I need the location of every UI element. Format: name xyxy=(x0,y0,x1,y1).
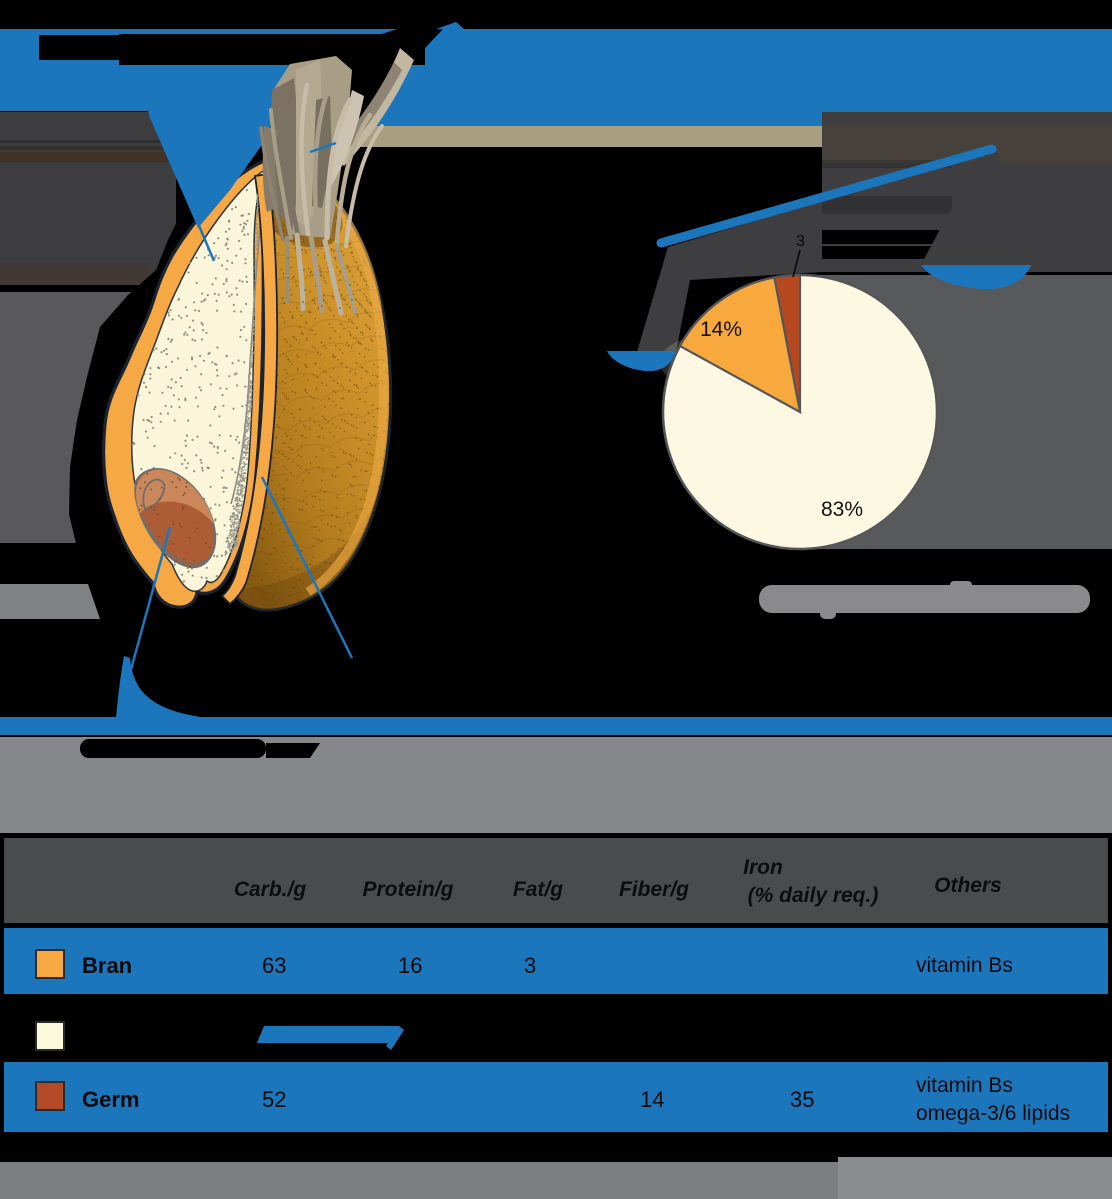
svg-text:omega-3/6 lipids: omega-3/6 lipids xyxy=(916,1102,1070,1125)
svg-text:Germ: Germ xyxy=(82,1087,139,1112)
svg-text:Others: Others xyxy=(934,874,1002,897)
svg-text:16: 16 xyxy=(398,953,422,978)
svg-text:Protein/g: Protein/g xyxy=(362,878,453,901)
svg-text:Carb./g: Carb./g xyxy=(234,878,307,901)
svg-text:83%: 83% xyxy=(821,498,863,521)
svg-text:Fat/g: Fat/g xyxy=(513,878,563,901)
svg-text:3: 3 xyxy=(524,953,536,978)
svg-text:Bran: Bran xyxy=(82,953,132,978)
svg-text:Iron: Iron xyxy=(743,856,783,879)
svg-text:Fiber/g: Fiber/g xyxy=(619,878,689,901)
svg-text:52: 52 xyxy=(262,1087,286,1112)
svg-text:vitamin Bs: vitamin Bs xyxy=(916,954,1013,977)
svg-text:3: 3 xyxy=(796,233,805,250)
svg-text:14%: 14% xyxy=(700,318,742,341)
svg-text:(% daily req.): (% daily req.) xyxy=(748,884,879,907)
svg-text:14: 14 xyxy=(640,1087,664,1112)
svg-text:63: 63 xyxy=(262,953,286,978)
svg-text:35: 35 xyxy=(790,1087,814,1112)
svg-text:vitamin Bs: vitamin Bs xyxy=(916,1074,1013,1097)
